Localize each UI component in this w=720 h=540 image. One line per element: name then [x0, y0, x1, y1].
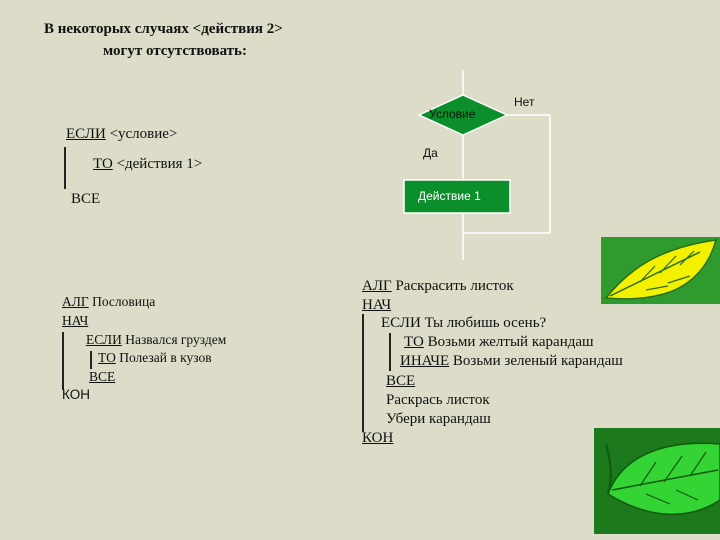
proverb-kon-line: КОН: [62, 387, 90, 402]
leaf-alg-keyword: АЛГ: [362, 278, 392, 294]
leaf-end-keyword: ВСЕ: [386, 373, 416, 389]
leaf-alg-line: АЛГ Раскрасить листок: [362, 276, 514, 296]
proverb-if-line: ЕСЛИ Назвался груздем: [86, 331, 226, 350]
general-bracket: [64, 147, 66, 189]
general-then-line: ТО <действия 1>: [93, 154, 202, 174]
yes-label: Да: [423, 146, 438, 160]
proverb-begin-line: НАЧ: [62, 312, 88, 331]
leaf-then-line: ТО Возьми желтый карандаш: [404, 332, 594, 352]
leaf-begin-keyword: НАЧ: [362, 297, 392, 313]
proverb-end-keyword: ВСЕ: [89, 369, 116, 384]
leaf-if-keyword: ЕСЛИ: [381, 315, 421, 331]
leaf-if-condition: Ты любишь осень?: [420, 315, 547, 331]
leaf-end-line: ВСЕ: [386, 371, 415, 391]
proverb-end-line: ВСЕ: [89, 368, 115, 387]
leaf-if-line: ЕСЛИ Ты любишь осень?: [381, 313, 546, 333]
action-label: Действие 1: [418, 189, 481, 203]
proverb-then-keyword: ТО: [98, 350, 116, 365]
slide-title-line-2: могут отсутствовать:: [103, 43, 247, 59]
leaf-remove-line: Убери карандаш: [386, 411, 491, 427]
condition-label: Условие: [429, 107, 476, 121]
leaf-inner-bracket: [389, 333, 391, 371]
proverb-alg-keyword: АЛГ: [62, 294, 89, 309]
leaf-paint-line: Раскрась листок: [386, 392, 490, 408]
slide-title-line-1: В некоторых случаях <действия 2>: [44, 21, 283, 37]
leaf-kon-keyword: КОН: [362, 430, 394, 446]
proverb-if-condition: Назвался груздем: [121, 332, 227, 347]
leaf-else-keyword: ИНАЧЕ: [400, 353, 450, 369]
proverb-outer-bracket: [62, 332, 64, 390]
general-then-actions: <действия 1>: [112, 156, 203, 172]
action-box: [403, 179, 511, 214]
general-end-keyword: ВСЕ: [71, 191, 101, 207]
leaf-alg-name: Раскрасить листок: [391, 278, 514, 294]
proverb-alg-name: Пословица: [88, 294, 156, 309]
proverb-alg-line: АЛГ Пословица: [62, 293, 155, 312]
general-if-keyword: ЕСЛИ: [66, 126, 106, 142]
no-label: Нет: [514, 95, 535, 109]
general-if-line: ЕСЛИ <условие>: [66, 124, 177, 144]
proverb-then-action: Полезай в кузов: [115, 350, 212, 365]
proverb-then-line: ТО Полезай в кузов: [98, 349, 212, 368]
general-then-keyword: ТО: [93, 156, 113, 172]
proverb-if-keyword: ЕСЛИ: [86, 332, 122, 347]
leaf-kon-line: КОН: [362, 428, 393, 448]
leaf-else-line: ИНАЧЕ Возьми зеленый карандаш: [400, 351, 623, 371]
proverb-begin-keyword: НАЧ: [62, 313, 89, 328]
leaf-outer-bracket: [362, 314, 364, 432]
leaf-begin-line: НАЧ: [362, 295, 391, 315]
general-if-condition: <условие>: [105, 126, 178, 142]
proverb-inner-bracket: [90, 351, 92, 369]
leaf-then-action: Возьми желтый карандаш: [423, 334, 594, 350]
leaf-else-action: Возьми зеленый карандаш: [449, 353, 623, 369]
general-end-line: ВСЕ: [71, 189, 100, 209]
leaf-then-keyword: ТО: [404, 334, 424, 350]
